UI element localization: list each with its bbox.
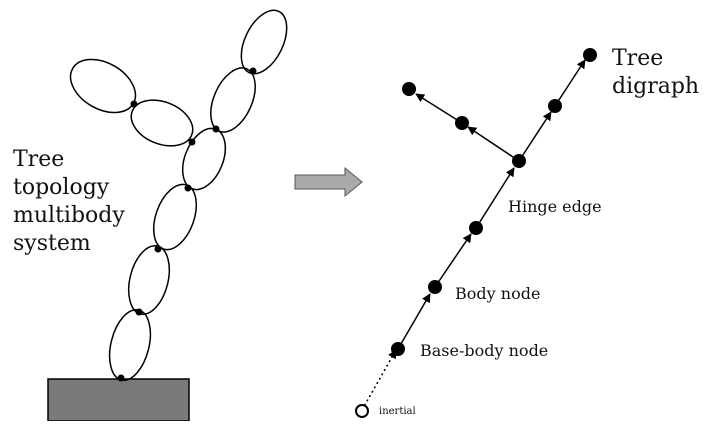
body-node — [469, 221, 483, 235]
left-label-line-4: system — [13, 231, 91, 256]
inertial-label: inertial — [379, 406, 416, 417]
body-node — [428, 280, 442, 294]
left-label-line-3: multibody — [13, 203, 125, 228]
joint-dot — [184, 184, 192, 192]
joint-dot — [188, 138, 196, 146]
body-node — [402, 82, 416, 96]
body-node-label: Body node — [455, 284, 540, 303]
base-body-node-label: Base-body node — [420, 341, 548, 360]
joint-dot — [154, 245, 162, 253]
hinge-edge — [475, 167, 515, 229]
body-node — [455, 116, 469, 130]
left-label-line-2: topology — [13, 175, 110, 200]
body-link-5 — [210, 67, 256, 133]
left-label-line-1: Tree — [13, 147, 64, 172]
joint-dot — [130, 100, 138, 108]
joint-dot — [212, 125, 220, 133]
hinge-edge — [467, 126, 520, 162]
hinge-edge — [554, 59, 586, 107]
hinge-edge — [397, 293, 431, 350]
hinge-edge — [415, 93, 463, 124]
body-link-6 — [240, 9, 288, 75]
ground-base — [47, 378, 190, 422]
right-label-line-2: digraph — [612, 74, 699, 99]
body-link-7 — [130, 99, 194, 147]
tree-digraph: Tree digraph Hinge edge Body node Base-b… — [355, 46, 699, 418]
body-link-2 — [127, 244, 171, 316]
multibody-system: Tree topology multibody system — [13, 9, 288, 422]
body-node — [548, 99, 562, 113]
transform-arrow — [294, 166, 363, 198]
hinge-edge — [434, 233, 472, 288]
body-link-1 — [108, 309, 152, 381]
joint-dot — [117, 374, 125, 382]
inertial-node — [355, 404, 369, 418]
joint-dot — [135, 308, 143, 316]
body-node — [583, 48, 597, 62]
inertial-edge — [361, 349, 397, 411]
hinge-edge-label: Hinge edge — [508, 197, 602, 216]
joint-dot — [249, 67, 257, 75]
body-node — [512, 154, 526, 168]
hinge-edge — [518, 111, 552, 162]
base-body-node — [391, 342, 405, 356]
right-label-line-1: Tree — [612, 46, 663, 71]
